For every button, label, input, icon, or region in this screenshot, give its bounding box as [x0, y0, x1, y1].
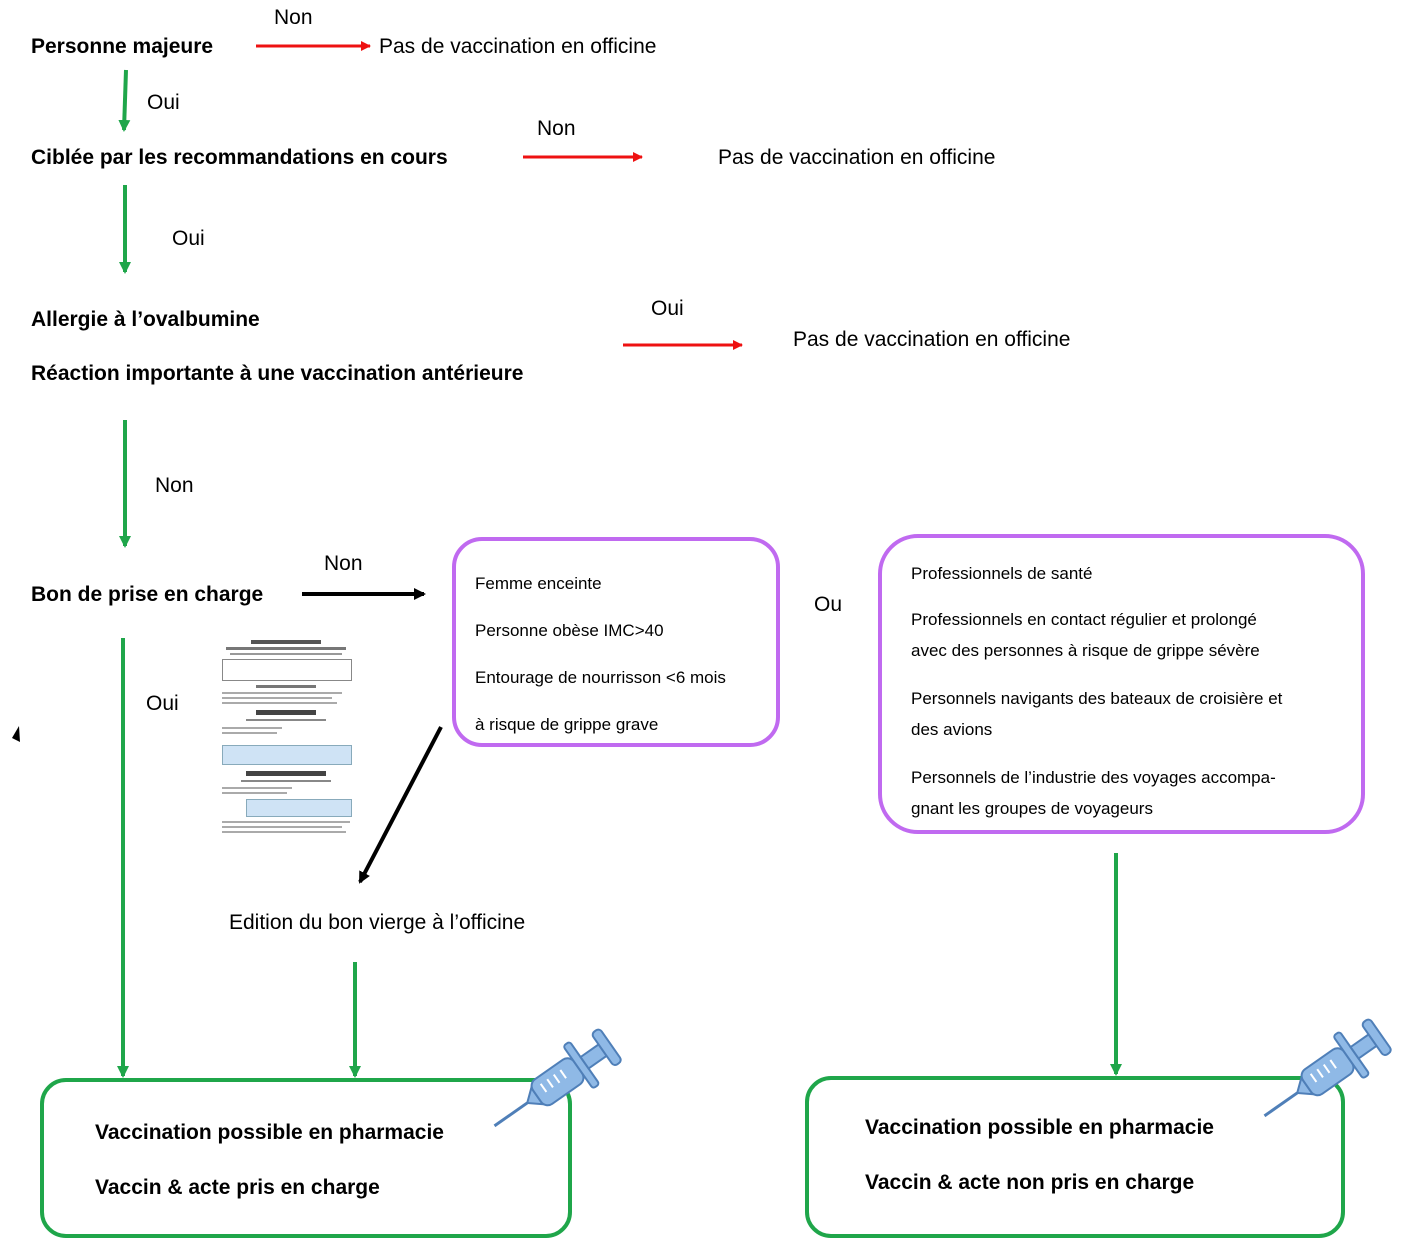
label-oui-allergy: Oui — [651, 297, 684, 320]
step-allergy: Allergie à l’ovalbumine — [31, 308, 260, 331]
triangle-marker-icon — [12, 726, 20, 742]
step-voucher: Bon de prise en charge — [31, 583, 264, 606]
label-non-targeted: Non — [537, 117, 576, 140]
arrow-box-to-blank — [358, 726, 443, 884]
box-target-populations: Femme enceinte Personne obèse IMC>40 Ent… — [452, 537, 780, 747]
box-item: gnant les groupes de voyageurs — [911, 799, 1153, 818]
box-item: Personnels de l’industrie des voyages ac… — [911, 768, 1276, 787]
label-oui-voucher: Oui — [146, 692, 179, 715]
label-ou: Ou — [814, 593, 843, 616]
box-item: Entourage de nourrisson <6 mois — [475, 668, 726, 687]
label-oui-targeted: Oui — [172, 227, 205, 250]
label-oui-adult: Oui — [147, 91, 180, 114]
result-line: Vaccination possible en pharmacie — [865, 1116, 1214, 1139]
syringe-icon — [493, 1028, 622, 1128]
step-targeted: Ciblée par les recommandations en cours — [31, 146, 448, 169]
box-item: avec des personnes à risque de grippe sé… — [911, 641, 1260, 660]
label-non-adult: Non — [274, 6, 313, 29]
outcome-no-vaccination-2: Pas de vaccination en officine — [718, 146, 996, 169]
result-line: Vaccin & acte pris en charge — [95, 1176, 380, 1199]
label-non-voucher: Non — [324, 552, 363, 575]
step-reaction: Réaction importante à une vaccination an… — [31, 362, 524, 385]
outcome-no-vaccination-1: Pas de vaccination en officine — [379, 35, 657, 58]
box-item: des avions — [911, 720, 993, 739]
syringe-icon — [1263, 1018, 1392, 1118]
form-document-thumbnail — [216, 637, 356, 837]
step-blank-voucher: Edition du bon vierge à l’officine — [229, 911, 526, 934]
outcome-no-vaccination-3: Pas de vaccination en officine — [793, 328, 1071, 351]
box-item: Femme enceinte — [475, 574, 602, 593]
box-professionals: Professionnels de santé Professionnels e… — [878, 534, 1365, 834]
label-non-allergy: Non — [155, 474, 194, 497]
box-item: à risque de grippe grave — [475, 715, 659, 734]
box-item: Personnels navigants des bateaux de croi… — [911, 689, 1283, 708]
result-line: Vaccin & acte non pris en charge — [865, 1171, 1195, 1194]
result-reimbursed: Vaccination possible en pharmacie Vaccin… — [40, 1078, 572, 1238]
result-not-reimbursed: Vaccination possible en pharmacie Vaccin… — [805, 1076, 1345, 1238]
box-item: Professionnels en contact régulier et pr… — [911, 610, 1257, 629]
result-line: Vaccination possible en pharmacie — [95, 1121, 444, 1144]
box-item: Personne obèse IMC>40 — [475, 621, 664, 640]
box-item: Professionnels de santé — [911, 564, 1093, 583]
arrow-adult-yes — [118, 69, 131, 132]
step-adult: Personne majeure — [31, 35, 214, 58]
